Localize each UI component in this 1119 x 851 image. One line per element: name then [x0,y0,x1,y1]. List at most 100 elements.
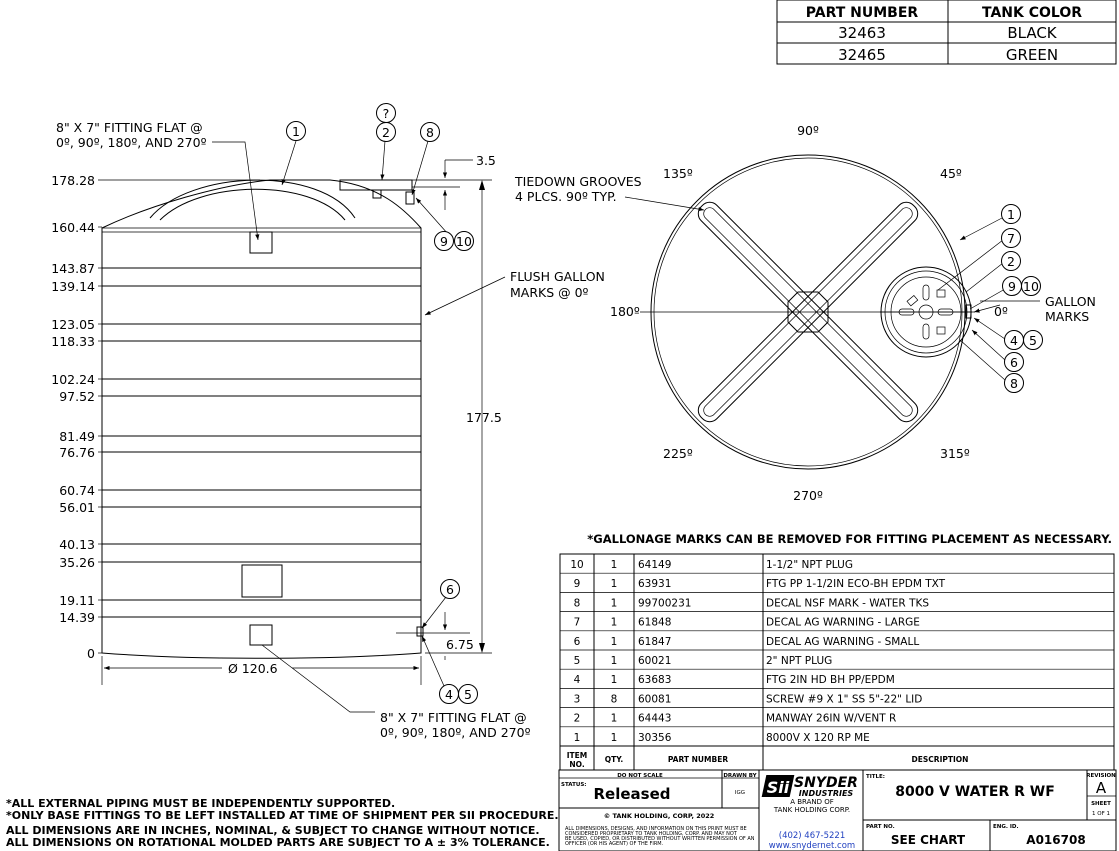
bom-qty: 1 [611,655,618,667]
height-label: 76.76 [59,445,95,460]
bom-item: 1 [574,732,581,744]
part-number-cell: 32465 [838,46,886,64]
height-label: 81.49 [59,429,95,444]
tiedown-note: TIEDOWN GROOVES [514,174,642,189]
height-label: 123.05 [51,317,95,332]
svg-text:10: 10 [456,234,472,249]
height-label: 118.33 [51,334,95,349]
website-link[interactable]: www.snydernet.com [769,841,855,851]
svg-text:8: 8 [426,125,434,140]
angle-225: 225º [663,446,693,461]
tank-color-cell: GREEN [1006,46,1058,64]
height-label: 160.44 [51,220,95,235]
bom-header-item: NO. [569,760,584,769]
bom-qty: 1 [611,559,618,571]
proprietary-notice: ALL DIMENSIONS, DESIGNS, AND INFORMATION… [565,826,747,832]
svg-text:4: 4 [445,687,453,702]
bom-header-part-number: PART NUMBER [668,755,728,764]
bom-qty: 1 [611,674,618,686]
height-label: 60.74 [59,483,95,498]
part-no-value: SEE CHART [891,833,966,847]
fitting-flat-top [249,231,273,254]
balloon-5: 5 [458,684,478,704]
bom-description: DECAL AG WARNING - SMALL [766,636,919,648]
bill-of-materials: ITEM NO. QTY. PART NUMBER DESCRIPTION 10… [559,553,1115,771]
svg-text:9: 9 [1008,279,1016,294]
gallonage-note: *GALLONAGE MARKS CAN BE REMOVED FOR FITT… [587,532,1112,546]
bom-description: FTG PP 1-1/2IN ECO-BH EPDM TXT [766,578,946,590]
height-label: 40.13 [59,537,95,552]
height-label: 143.87 [51,261,95,276]
dim-diameter: Ø 120.6 [228,661,278,676]
bom-part-number: 63931 [638,578,671,590]
svg-text:2: 2 [382,125,390,140]
status-value: Released [594,785,671,803]
dim-height: 177.5 [466,410,502,425]
balloon-2: 2 [376,122,396,142]
snyder-logo: Sii SNYDER INDUSTRIES [761,775,858,798]
svg-text:5: 5 [1029,333,1037,348]
flush-gallon-note: MARKS @ 0º [510,285,589,300]
bom-part-number: 63683 [638,674,671,686]
status-label: STATUS: [561,782,587,788]
dim-lid: 3.5 [476,153,496,168]
bom-item: 10 [570,559,583,571]
svg-text:4: 4 [1010,333,1018,348]
eng-id-label: ENG. ID. [993,824,1019,830]
part-no-label: PART NO. [866,824,895,830]
svg-text:6: 6 [1010,355,1018,370]
height-label: 56.01 [59,500,95,515]
bom-qty: 1 [611,636,618,648]
bom-qty: 1 [611,578,618,590]
header-tank-color: TANK COLOR [982,5,1082,21]
balloon-6: 6 [1004,352,1024,372]
note: ALL DIMENSIONS ON ROTATIONAL MOLDED PART… [6,836,550,849]
tiedown-arms [697,201,919,423]
fitting-flat-bottom [249,624,273,646]
balloon-5: 5 [1023,330,1043,350]
note: *ONLY BASE FITTINGS TO BE LEFT INSTALLED… [6,809,559,822]
flush-gallon-note: FLUSH GALLON [510,269,605,284]
svg-text:6: 6 [446,582,454,597]
do-not-scale-label: DO NOT SCALE [617,773,663,779]
note: *ALL EXTERNAL PIPING MUST BE INDEPENDENT… [6,797,395,810]
bom-description: DECAL AG WARNING - LARGE [766,617,920,629]
part-color-table: PART NUMBER TANK COLOR 32463 BLACK 32465… [776,0,1117,65]
angle-315: 315º [940,446,970,461]
balloon-10: 10 [1021,276,1041,296]
fitting-note-bottom: 8" X 7" FITTING FLAT @ [380,710,527,725]
angle-135: 135º [663,166,693,181]
svg-text:5: 5 [464,687,472,702]
revision-value: A [1096,779,1107,797]
sheet-value: 1 OF 1 [1092,811,1110,817]
tank-outline [101,179,422,659]
proprietary-notice: CONSIDERED PROPRIETARY TO TANK HOLDING, … [565,831,738,837]
bom-qty: 1 [611,713,618,725]
drawn-by-label: DRAWN BY [723,773,757,779]
top-view: 90º 45º 135º 180º 0º 225º 315º 270º TIED… [514,123,1096,503]
bom-item: 5 [574,655,581,667]
svg-text:1: 1 [1007,207,1015,222]
manway-lid [339,179,413,191]
dim-base-fitting: 6.75 [446,637,474,652]
phone-link[interactable]: (402) 467-5221 [779,831,845,841]
revision-label: REVISION [1086,773,1116,779]
bom-description: FTG 2IN HD BH PP/EPDM [766,674,895,686]
svg-text:8: 8 [1010,376,1018,391]
part-number-cell: 32463 [838,24,886,42]
bom-description: 1-1/2" NPT PLUG [766,559,853,571]
height-label: 102.24 [51,372,95,387]
note: ALL DIMENSIONS ARE IN INCHES, NOMINAL, &… [6,824,540,837]
height-label: 35.26 [59,555,95,570]
bom-item: 7 [574,617,581,629]
gallon-marks-note: GALLON [1045,294,1096,309]
balloon-4: 4 [1004,330,1024,350]
bom-item: 4 [574,674,581,686]
bom-item: 3 [574,693,581,705]
fitting-note-bottom: 0º, 90º, 180º, AND 270º [380,725,531,740]
bom-part-number: 64443 [638,713,671,725]
balloon-9: 9 [1002,276,1022,296]
header-part-number: PART NUMBER [806,5,919,21]
fitting-note-top: 8" X 7" FITTING FLAT @ [56,120,203,135]
